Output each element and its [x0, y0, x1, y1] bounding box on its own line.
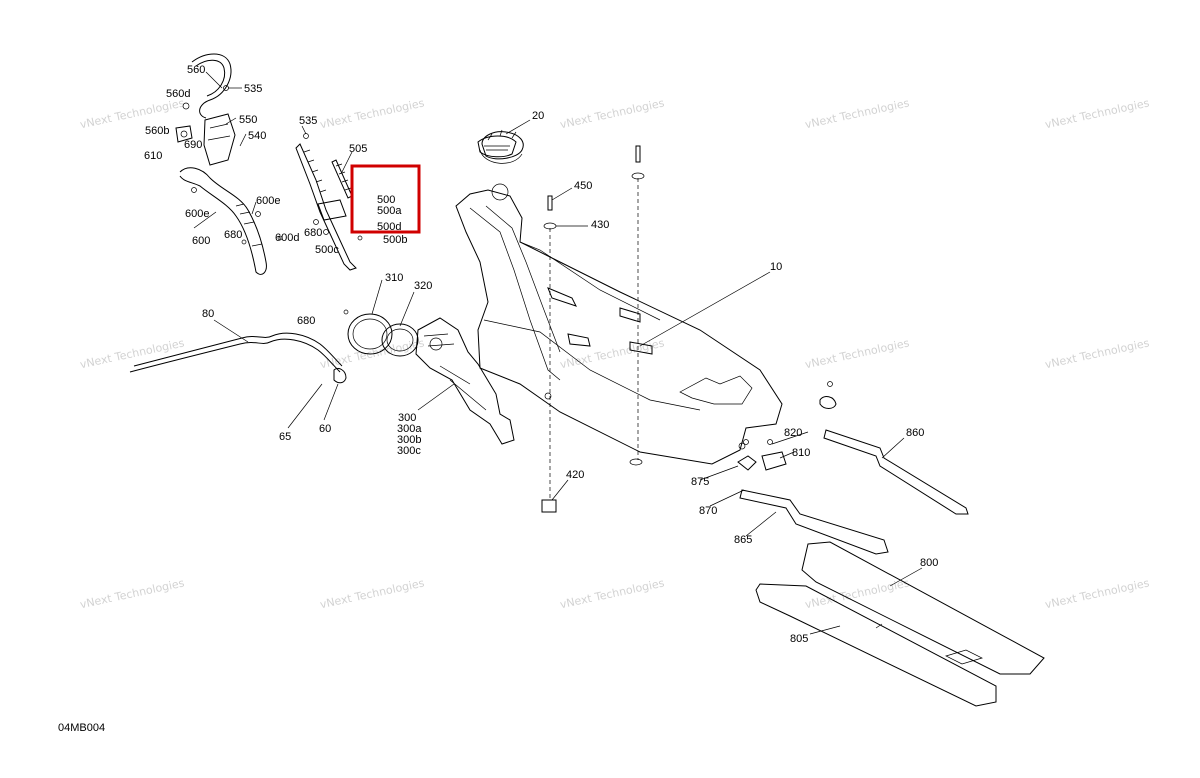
watermark: vNext Technologies	[319, 576, 426, 611]
fuel-tank-drawing	[455, 135, 783, 465]
callout-300b[interactable]: 300b	[397, 434, 421, 446]
watermark: vNext Technologies	[79, 336, 186, 371]
callout-65[interactable]: 65	[279, 431, 291, 443]
callout-10[interactable]: 10	[770, 261, 782, 273]
callout-535[interactable]: 535	[299, 115, 317, 127]
callout-500b[interactable]: 500b	[383, 234, 407, 246]
callout-690[interactable]: 690	[184, 139, 202, 151]
callout-60[interactable]: 60	[319, 423, 331, 435]
callout-310[interactable]: 310	[385, 272, 403, 284]
callout-800[interactable]: 800	[920, 557, 938, 569]
fuel-line-drawing	[129, 332, 347, 384]
watermark: vNext Technologies	[804, 336, 911, 371]
hardware-drawing	[541, 145, 645, 513]
watermark: vNext Technologies	[319, 96, 426, 131]
callout-300[interactable]: 300	[398, 412, 416, 424]
callout-560b[interactable]: 560b	[145, 125, 169, 137]
callout-505[interactable]: 505	[349, 143, 367, 155]
brackets-drawing	[737, 381, 969, 555]
callout-865[interactable]: 865	[734, 534, 752, 546]
callout-500c[interactable]: 500c	[315, 244, 339, 256]
callout-540[interactable]: 540	[248, 130, 266, 142]
watermark: vNext Technologies	[79, 96, 186, 131]
callout-810[interactable]: 810	[792, 447, 810, 459]
callout-500d[interactable]: 500d	[377, 221, 401, 233]
callout-550[interactable]: 550	[239, 114, 257, 126]
watermark: vNext Technologies	[1044, 336, 1151, 371]
fuel-pump-drawing	[343, 309, 515, 445]
callout-320[interactable]: 320	[414, 280, 432, 292]
callout-680[interactable]: 680	[224, 229, 242, 241]
callout-600e[interactable]: 600e	[185, 208, 209, 220]
callout-560[interactable]: 560	[187, 64, 205, 76]
callout-600[interactable]: 600	[192, 235, 210, 247]
callout-300a[interactable]: 300a	[397, 423, 422, 435]
selection-highlight-box[interactable]	[350, 164, 421, 234]
watermark: vNext Technologies	[1044, 576, 1151, 611]
leader-lines	[193, 71, 923, 635]
fuel-cap-drawing	[479, 129, 524, 164]
callout-450[interactable]: 450	[574, 180, 592, 192]
watermark: vNext Technologies	[1044, 96, 1151, 131]
callout-535[interactable]: 535	[244, 83, 262, 95]
watermark: vNext Technologies	[79, 576, 186, 611]
callout-610[interactable]: 610	[144, 150, 162, 162]
callout-20[interactable]: 20	[532, 110, 544, 122]
diagram-code-label: 04MB004	[58, 722, 106, 734]
callout-560d[interactable]: 560d	[166, 88, 190, 100]
filler-hose-drawing	[295, 133, 363, 271]
watermark: vNext Technologies	[559, 576, 666, 611]
watermark-layer: vNext Technologies vNext Technologies vN…	[79, 96, 1151, 611]
callout-430[interactable]: 430	[591, 219, 609, 231]
callout-820[interactable]: 820	[784, 427, 802, 439]
callout-680[interactable]: 680	[304, 227, 322, 239]
callout-870[interactable]: 870	[699, 505, 717, 517]
watermark: vNext Technologies	[804, 96, 911, 131]
callout-875[interactable]: 875	[691, 476, 709, 488]
callout-600e[interactable]: 600e	[256, 195, 280, 207]
callout-600d[interactable]: 600d	[275, 232, 299, 244]
callout-420[interactable]: 420	[566, 469, 584, 481]
callout-labels: 560 535 560d 550 560b 540 690 610 600e 6…	[144, 64, 938, 645]
vent-hose-assembly-drawing	[175, 53, 283, 275]
skid-plates-drawing	[755, 541, 1045, 707]
callout-300c[interactable]: 300c	[397, 445, 421, 457]
callout-860[interactable]: 860	[906, 427, 924, 439]
callout-805[interactable]: 805	[790, 633, 808, 645]
callout-680[interactable]: 680	[297, 315, 315, 327]
watermark: vNext Technologies	[559, 96, 666, 131]
callout-500a[interactable]: 500a	[377, 205, 402, 217]
callout-80[interactable]: 80	[202, 308, 214, 320]
callout-500[interactable]: 500	[377, 194, 395, 206]
